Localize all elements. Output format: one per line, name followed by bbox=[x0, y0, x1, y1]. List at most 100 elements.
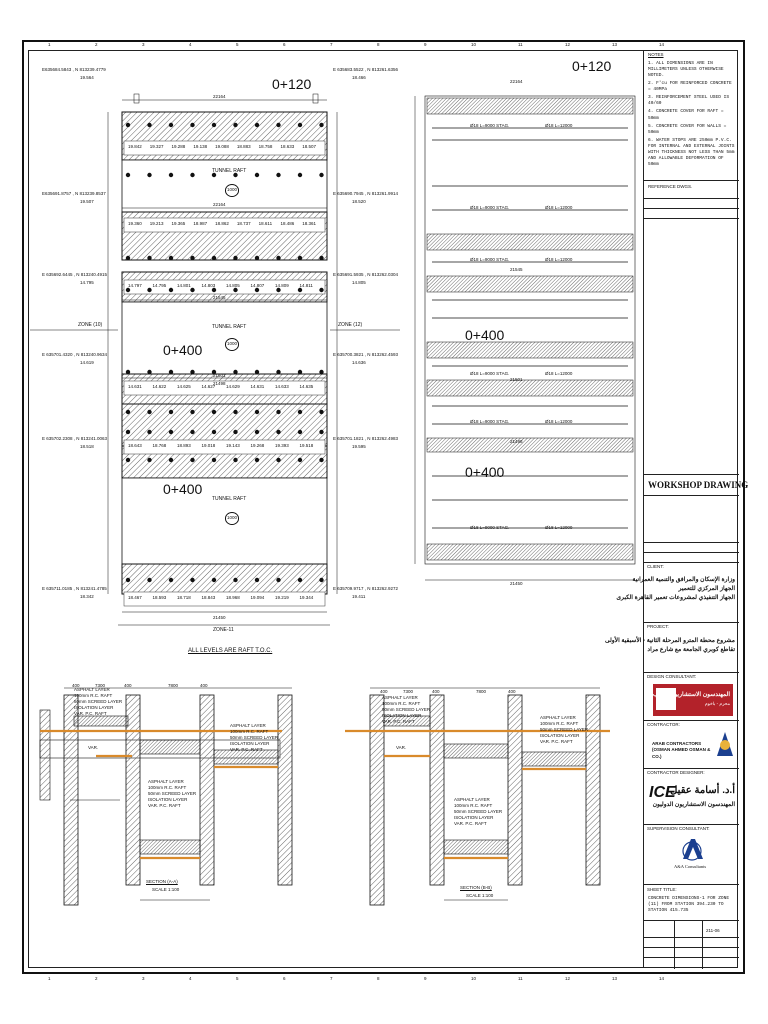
pile-marker bbox=[233, 369, 238, 375]
level-levels_5-0: 18.643 bbox=[128, 443, 142, 448]
zone-left-label: ZONE (10) bbox=[78, 322, 103, 328]
section-b-layer-4: VAR. P.C. RAFT bbox=[382, 719, 415, 724]
section-a-layer-2: 50mm SCREED LAYER bbox=[74, 699, 123, 704]
contractor-label: CONTRACTOR: bbox=[647, 722, 680, 727]
pile-marker bbox=[319, 122, 324, 128]
tunnel-mark-2: 1000 bbox=[225, 338, 240, 351]
section-a-layer-0: ASPHALT LAYER bbox=[74, 687, 110, 692]
pile-marker bbox=[168, 369, 174, 375]
pile-marker bbox=[125, 409, 131, 415]
client-line-2: الجهاز المركزي للتعمير bbox=[678, 586, 735, 592]
coord-left-level-5: 18.342 bbox=[80, 594, 94, 599]
section-b-layer-r-4: VAR. P.C. RAFT bbox=[540, 739, 573, 744]
pile-marker bbox=[190, 429, 195, 435]
level-levels_6-0: 18.467 bbox=[128, 595, 142, 600]
note-3: 3. REINFORCEMENT STEEL USED IS 40/60 bbox=[648, 95, 730, 107]
pile-marker bbox=[168, 409, 174, 415]
pile-marker bbox=[233, 122, 238, 128]
rebar-width-4: 21450 bbox=[510, 581, 523, 586]
pile-marker bbox=[276, 457, 281, 463]
plan-width-0: 22164 bbox=[213, 94, 226, 99]
section-b-dim-2: 400 bbox=[432, 689, 440, 694]
grid-col-top-4: 4 bbox=[189, 42, 192, 47]
contractor-designer-label: CONTRACTOR DESIGNER: bbox=[647, 770, 705, 775]
notes-title: NOTES bbox=[648, 52, 664, 57]
level-levels_3-1: 14.795 bbox=[152, 283, 167, 288]
section-a-dim-4: 400 bbox=[200, 683, 208, 688]
level-levels_top-4: 19.088 bbox=[215, 144, 229, 149]
plan-view bbox=[30, 93, 400, 626]
tunnel-mark-1: 1000 bbox=[225, 184, 240, 197]
tunnel-mark-3: 1000 bbox=[225, 512, 240, 525]
pile-marker bbox=[190, 172, 195, 178]
pile-marker bbox=[319, 577, 324, 583]
pile-marker bbox=[233, 429, 238, 435]
grid-col-top-14: 14 bbox=[659, 42, 665, 47]
grid-col-bottom-5: 5 bbox=[236, 976, 239, 981]
coord-right-2: E 635691.5935 , N 813262.0304 bbox=[333, 272, 399, 277]
pile-marker bbox=[147, 255, 152, 261]
grid-col-bottom-10: 10 bbox=[471, 976, 477, 981]
pile-marker bbox=[125, 429, 131, 435]
contractor-logo-icon bbox=[716, 731, 734, 757]
supervision-label: SUPERVISION CONSULTANT: bbox=[647, 826, 710, 831]
pile-marker bbox=[319, 172, 324, 178]
note-1: 1. ALL DIMENSIONS ARE IN MILLIMETERS UNL… bbox=[648, 61, 724, 79]
pile-marker bbox=[233, 172, 238, 178]
pile-marker bbox=[254, 429, 260, 435]
section-a-dim-3: 7800 bbox=[168, 683, 179, 688]
section-a-layer-b-1: 100mm R.C. RAFT bbox=[148, 785, 187, 790]
pile-marker bbox=[276, 369, 281, 375]
level-levels_2-2: 19.365 bbox=[171, 221, 186, 226]
level-levels_6-5: 19.094 bbox=[250, 595, 265, 600]
grid-col-top-8: 8 bbox=[377, 42, 380, 47]
zone-right-label: ZONE (12) bbox=[338, 322, 363, 328]
section-a-layer-r-3: ISOLATION LAYER bbox=[230, 741, 270, 746]
workshop-stamp: WORKSHOP DRAWING bbox=[644, 474, 748, 496]
section-a-a bbox=[39, 687, 293, 906]
pile-marker bbox=[297, 255, 303, 261]
grid-col-bottom-6: 6 bbox=[283, 976, 286, 981]
level-levels_3-2: 14.801 bbox=[177, 283, 191, 288]
grid-col-bottom-13: 13 bbox=[612, 976, 618, 981]
designer-name-1: المهندسون الاستشاريون العرب bbox=[652, 692, 730, 698]
pile-marker bbox=[190, 409, 195, 415]
level-levels_top-7: 18.633 bbox=[280, 144, 295, 149]
level-levels_top-1: 19.327 bbox=[149, 144, 164, 149]
level-levels_top-3: 19.138 bbox=[193, 144, 208, 149]
coord-right-0: E 635683.5522 , N 813261.6356 bbox=[333, 67, 399, 72]
designer-section: DESIGN CONSULTANT: المهندسون الاستشاريون… bbox=[644, 672, 739, 720]
pile-marker bbox=[276, 577, 281, 583]
designer-name-2: محرم - باخوم bbox=[704, 701, 730, 706]
aa-logo-icon bbox=[677, 837, 707, 866]
level-levels_4-0: 14.631 bbox=[128, 384, 142, 389]
grid-col-top-12: 12 bbox=[565, 42, 571, 47]
section-a-dim-0: 400 bbox=[72, 683, 80, 688]
level-levels_2-0: 19.360 bbox=[128, 221, 142, 226]
grid-col-top-11: 11 bbox=[518, 42, 523, 47]
section-a-layer-r-1: 100mm R.C. RAFT bbox=[230, 729, 269, 734]
drawing-sheet-border bbox=[22, 40, 745, 974]
coord-left-4: E 635702.2308 , N 813241.0063 bbox=[42, 436, 108, 441]
grid-col-bottom-3: 3 bbox=[142, 976, 145, 981]
rebar-label-8: Ø18 L=9000 STAG. bbox=[470, 419, 510, 424]
level-levels_6-6: 19.219 bbox=[275, 595, 289, 600]
pile-marker bbox=[297, 369, 303, 375]
pile-marker bbox=[190, 255, 195, 261]
rebar-label-2: Ø18 L=9000 STAG. bbox=[470, 205, 510, 210]
sheet-title: CONCRETE DIMENSIONS-1 FOR ZONE (11) FROM… bbox=[648, 896, 730, 914]
pile-marker bbox=[147, 409, 152, 415]
contractor-section: CONTRACTOR: ARAB CONTRACTORS (OSMAN AHME… bbox=[644, 720, 739, 768]
level-levels_6-1: 18.593 bbox=[152, 595, 167, 600]
level-levels_top-2: 19.288 bbox=[171, 144, 186, 149]
plan-width-2: 21545 bbox=[213, 295, 226, 300]
tunnel-raft-label-2: TUNNEL RAFT bbox=[212, 324, 247, 330]
pile-marker bbox=[297, 287, 303, 293]
client-line-1: وزارة الإسكان والمرافق والتنمية العمراني… bbox=[632, 577, 735, 583]
rebar-bars bbox=[432, 127, 628, 529]
section-a-layer-b-0: ASPHALT LAYER bbox=[148, 779, 184, 784]
level-levels_5-3: 19.018 bbox=[201, 443, 216, 448]
pile-marker bbox=[297, 457, 303, 463]
coord-left-1: E635691.8757 , N 813239.8537 bbox=[42, 191, 106, 196]
level-levels_5-5: 19.268 bbox=[250, 443, 265, 448]
